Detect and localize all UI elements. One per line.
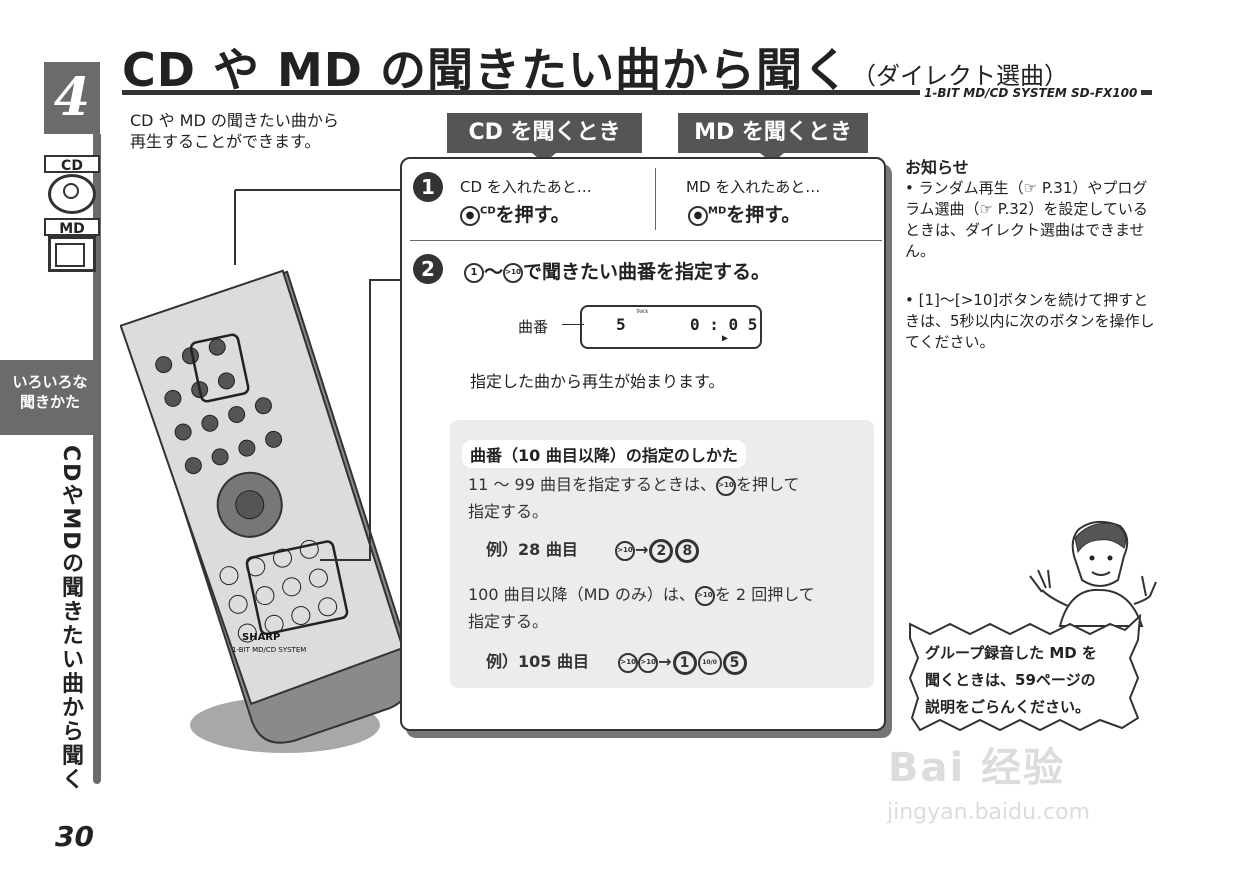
- cartoon-character-illustration: [1029, 520, 1157, 627]
- chapter-number: 4: [44, 62, 100, 134]
- md-action-text: を押す。: [726, 204, 801, 226]
- tab-cd: CD を聞くとき: [447, 113, 642, 153]
- step-2-badge: 2: [413, 254, 443, 284]
- notes-title: お知らせ: [905, 158, 969, 177]
- cd-action-text: を押す。: [495, 204, 570, 226]
- button-1-icon: 1: [464, 262, 484, 283]
- howto-line-3a: 100 曲目以降（MD のみ）は、: [468, 585, 695, 604]
- display-track-number: 5: [616, 315, 626, 334]
- note-item-1: • ランダム再生（☞ P.31）やプログラム選曲（☞ P.32）を設定していると…: [905, 179, 1148, 260]
- cd-button-label: CD: [480, 205, 496, 217]
- button-8-icon: 8: [675, 538, 700, 563]
- display-lead-line: [562, 324, 584, 325]
- arrow-icon: →: [658, 652, 672, 671]
- front-display: 5 TRACK 0 : 0 5 ▶: [580, 305, 762, 349]
- cd-tag: CD: [44, 155, 100, 174]
- display-time: 0 : 0 5: [690, 315, 758, 334]
- howto-line-2: 指定する。: [468, 502, 549, 521]
- display-play-indicator: ▶: [722, 333, 729, 344]
- intro-line-2: 再生することができます。: [130, 132, 321, 151]
- model-name: 1-BIT MD/CD SYSTEM SD-FX100: [920, 86, 1142, 100]
- step-1-badge: 1: [413, 172, 443, 202]
- intro-line-1: CD や MD の聞きたい曲から: [130, 111, 339, 130]
- md-window-icon: [55, 243, 85, 267]
- button-10-0-icon: 10/0: [697, 650, 722, 675]
- cd-disc-center-icon: [63, 183, 79, 199]
- md-tag: MD: [44, 218, 100, 237]
- step-2-action: で聞きたい曲番を指定する。: [523, 261, 771, 283]
- button-over10-icon: >10: [694, 585, 715, 606]
- step-1-md-text: MD を入れたあと…: [686, 178, 821, 196]
- watermark-url: jingyan.baidu.com: [887, 800, 1091, 825]
- bubble-text: グループ録音した MD を 聞くときは、59ページの 説明をごらんください。: [925, 640, 1145, 721]
- intro-text: CD や MD の聞きたい曲から 再生することができます。: [130, 110, 390, 152]
- remote-control-illustration: [120, 189, 410, 753]
- button-over10-icon: >10: [715, 475, 736, 496]
- howto-line-1b: を押して: [735, 475, 800, 494]
- example-1-label: 例）28 曲目: [486, 540, 578, 559]
- remote-model-text: 1-BIT MD/CD SYSTEM: [232, 646, 307, 654]
- vertical-chapter-title: CDやMDの聞きたい曲から聞く: [58, 445, 83, 792]
- step-divider: [410, 240, 882, 241]
- step-2-tilde: 〜: [484, 261, 504, 283]
- howto-line-3b: を 2 回押して: [714, 585, 815, 604]
- button-2-icon: 2: [649, 538, 674, 563]
- step-1-cd-instruction: ●CDを押す。: [460, 200, 570, 227]
- step-1-md-instruction: ●MDを押す。: [688, 200, 800, 227]
- tab-md: MD を聞くとき: [678, 113, 868, 153]
- example-2-label: 例）105 曲目: [486, 652, 589, 671]
- section-label: いろいろな 聞きかた: [0, 360, 100, 435]
- md-button-label: MD: [708, 205, 727, 217]
- display-track-indicator: TRACK: [636, 309, 649, 314]
- howto-line-4: 指定する。: [468, 612, 549, 631]
- note-item-2: • [1]〜[>10]ボタンを続けて押すときは、5秒以内に次のボタンを操作してく…: [905, 291, 1155, 351]
- arrow-icon: →: [635, 540, 649, 559]
- button-over10-icon: >10: [638, 652, 659, 673]
- page-subtitle: （ダイレクト選曲）: [852, 62, 1068, 90]
- step-1-divider: [655, 168, 656, 230]
- display-label: 曲番: [518, 318, 549, 336]
- howto-heading: 曲番（10 曲目以降）の指定のしかた: [462, 440, 746, 468]
- page-number: 30: [55, 820, 94, 853]
- step-1-cd-text: CD を入れたあと…: [460, 178, 592, 196]
- button-1-icon: 1: [672, 650, 697, 675]
- watermark-logo: Bai 经验: [888, 745, 1066, 791]
- bubble-line-2: 聞くときは、59ページの: [925, 671, 1096, 689]
- howto-line-1a: 11 〜 99 曲目を指定するときは、: [468, 475, 716, 494]
- button-over10-icon: >10: [618, 652, 639, 673]
- chapter-side-bar: [93, 134, 101, 784]
- md-play-button-icon: ●: [688, 205, 708, 226]
- button-5-icon: 5: [722, 650, 747, 675]
- speech-bubble: [908, 613, 1142, 732]
- button-over10-icon: >10: [503, 262, 524, 283]
- step-2-note: 指定した曲から再生が始まります。: [470, 372, 725, 391]
- page-title: CD や MD の聞きたい曲から聞く: [122, 43, 850, 97]
- title-underline: [122, 90, 1152, 95]
- remote-brand: SHARP: [242, 632, 281, 643]
- cd-play-button-icon: ●: [460, 205, 480, 226]
- button-over10-icon: >10: [615, 540, 635, 561]
- bubble-line-1: グループ録音した MD を: [925, 644, 1097, 662]
- bubble-line-3: 説明をごらんください。: [925, 698, 1091, 716]
